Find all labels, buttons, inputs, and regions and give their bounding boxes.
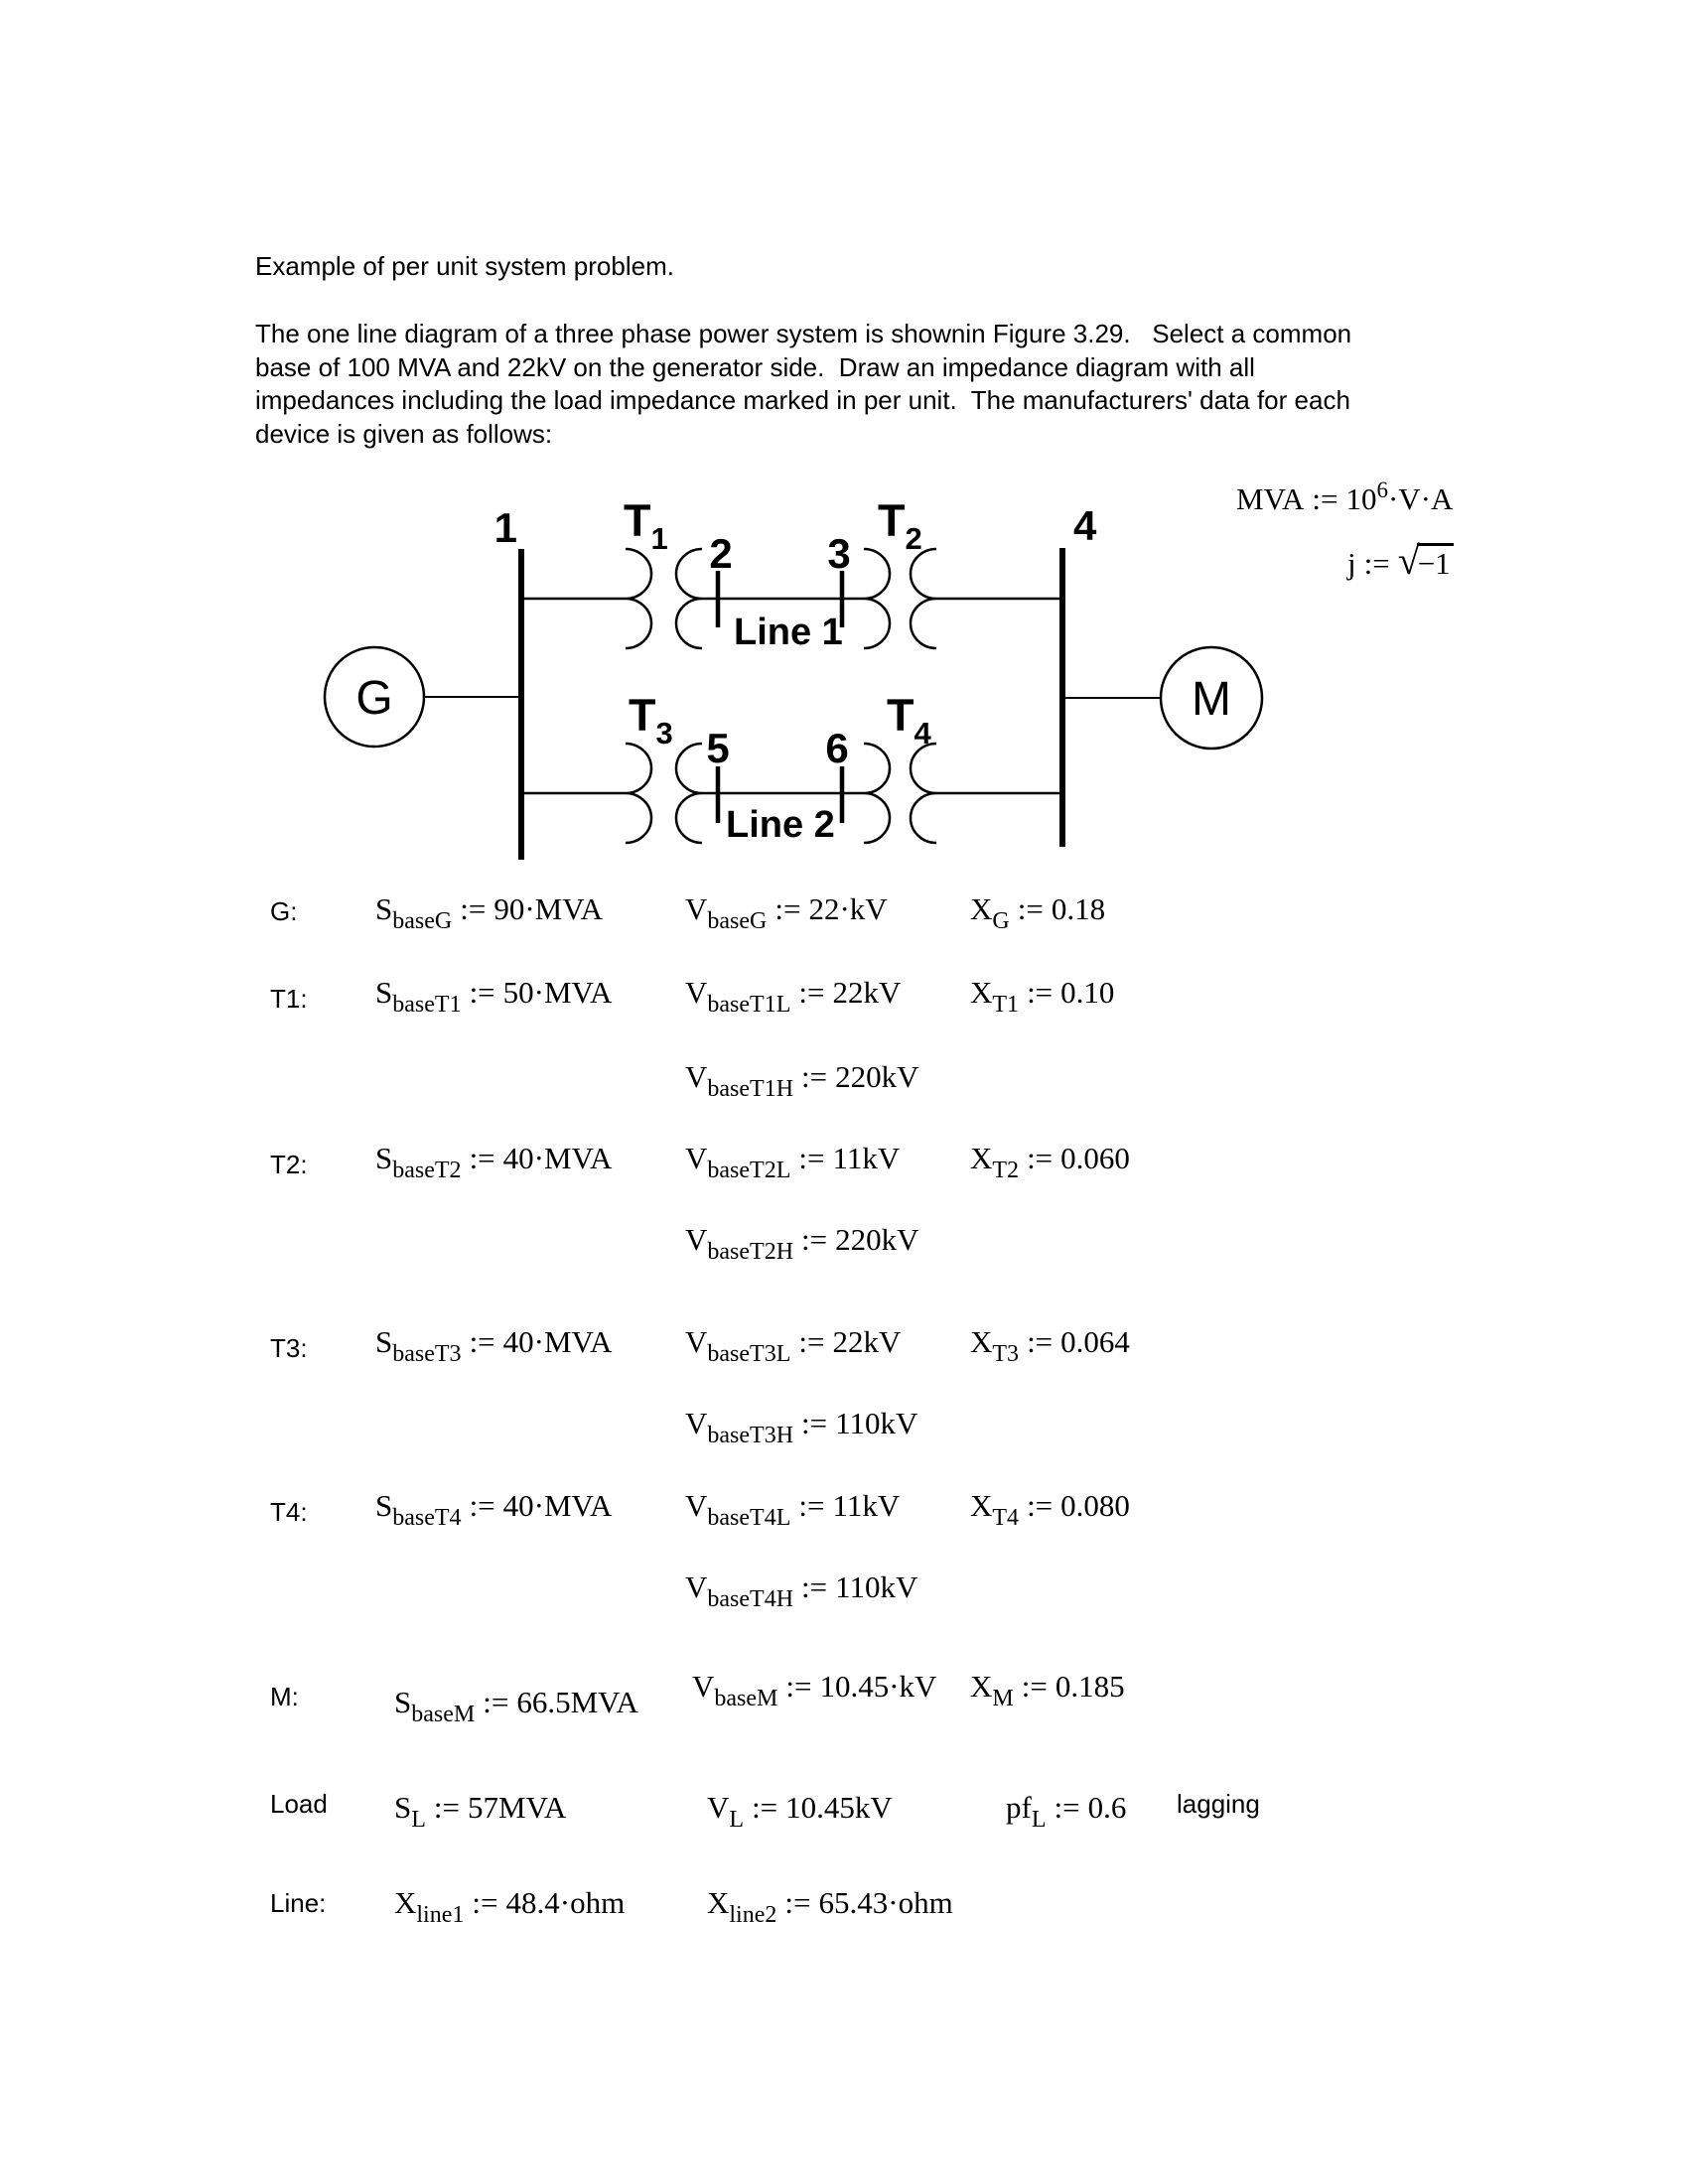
- row-label-T1: T1:: [270, 984, 308, 1014]
- motor-label: M: [1192, 673, 1231, 726]
- row-label-T4: T4:: [270, 1497, 308, 1527]
- eq-S-baseM: SbaseM:=66.5MVA: [394, 1685, 638, 1727]
- t4-label: T4: [887, 690, 932, 751]
- mva-base: 10: [1345, 481, 1377, 516]
- t2-right-coil: [909, 547, 937, 650]
- t3-label-sym: T: [629, 690, 656, 741]
- t1-right-coil: [674, 547, 703, 650]
- t4-left-coil: [863, 742, 892, 845]
- eq-V-baseT3L: VbaseT3L:=22kV: [685, 1324, 902, 1367]
- line-2-label: Line 2: [726, 804, 835, 846]
- row-label-Load: Load: [270, 1789, 328, 1819]
- assign-operator: :=: [1312, 481, 1338, 516]
- eq-V-baseT1L: VbaseT1L:=22kV: [685, 975, 902, 1018]
- one-line-diagram: G M 1 4 2 3 5 6 T1 T2 T3 T4 Line 1 Line …: [323, 495, 1264, 860]
- mva-definition: MVA:=106·V·A: [1236, 478, 1453, 516]
- t1-label-sub: 1: [651, 521, 668, 556]
- t2-label-sub: 2: [906, 521, 922, 556]
- generator-label: G: [355, 672, 392, 725]
- eq-X-T1: XT1:=0.10: [970, 975, 1115, 1018]
- eq-S-baseT3: SbaseT3:=40·MVA: [375, 1324, 613, 1367]
- t4-right-coil: [909, 742, 937, 845]
- row-label-T2: T2:: [270, 1150, 308, 1179]
- t1-label: T1: [624, 495, 668, 556]
- t3-label: T3: [629, 690, 673, 751]
- t1-left-coil: [625, 547, 653, 650]
- row-label-M: M:: [270, 1682, 299, 1711]
- j-definition: j:=√−1: [1347, 541, 1454, 581]
- j-radicand: −1: [1416, 543, 1454, 581]
- mva-exponent: 6: [1376, 478, 1388, 502]
- paragraph-line: device is given as follows:: [255, 418, 553, 449]
- t2-label-sym: T: [878, 495, 906, 546]
- diagram-wiring: [323, 547, 1264, 860]
- eq-V-baseT2H: VbaseT2H:=220kV: [685, 1222, 919, 1265]
- bus-4-label: 4: [1073, 502, 1097, 549]
- eq-X-T4: XT4:=0.080: [970, 1488, 1130, 1531]
- eq-S-baseT4: SbaseT4:=40·MVA: [375, 1488, 613, 1531]
- t2-left-coil: [863, 547, 892, 650]
- t3-left-coil: [625, 742, 653, 845]
- t1-label-sym: T: [624, 495, 651, 546]
- eq-V-baseG: VbaseG:=22·kV: [685, 891, 888, 934]
- bus-2-label: 2: [709, 530, 732, 577]
- eq-X-G: XG:=0.18: [970, 891, 1106, 934]
- mva-symbol: MVA: [1236, 481, 1305, 516]
- mva-units: ·V·A: [1387, 481, 1454, 516]
- t3-label-sub: 3: [656, 716, 673, 751]
- eq-V-L: VL:=10.45kV: [707, 1790, 893, 1833]
- t4-label-sym: T: [887, 690, 914, 741]
- bus-6-label: 6: [825, 725, 848, 771]
- t3-right-coil: [674, 742, 703, 845]
- eq-S-baseT2: SbaseT2:=40·MVA: [375, 1141, 613, 1183]
- assign-operator: :=: [1363, 546, 1390, 581]
- eq-V-baseT4H: VbaseT4H:=110kV: [685, 1570, 918, 1612]
- paragraph-line: The one line diagram of a three phase po…: [255, 319, 1352, 348]
- eq-X-line1: Xline1:=48.4·ohm: [394, 1885, 626, 1928]
- eq-S-baseT1: SbaseT1:=50·MVA: [375, 975, 613, 1018]
- row-label-Line: Line:: [270, 1888, 327, 1918]
- eq-V-baseT4L: VbaseT4L:=11kV: [685, 1488, 901, 1531]
- eq-V-baseT3H: VbaseT3H:=110kV: [685, 1406, 918, 1448]
- eq-X-T2: XT2:=0.060: [970, 1141, 1130, 1183]
- eq-X-line2: Xline2:=65.43·ohm: [707, 1885, 953, 1928]
- eq-V-baseT1H: VbaseT1H:=220kV: [685, 1059, 919, 1102]
- eq-S-baseG: SbaseG:=90·MVA: [375, 891, 604, 934]
- eq-X-M: XM:=0.185: [970, 1669, 1125, 1711]
- square-root-icon: √: [1397, 538, 1420, 583]
- eq-pf-L: pfL:=0.6: [1006, 1790, 1127, 1833]
- paragraph-line: impedances including the load impedance …: [255, 385, 1350, 415]
- eq-X-T3: XT3:=0.064: [970, 1324, 1130, 1367]
- j-symbol: j: [1347, 546, 1356, 581]
- row-label-T3: T3:: [270, 1333, 308, 1363]
- line-1-label: Line 1: [734, 612, 843, 653]
- t4-label-sub: 4: [914, 716, 932, 751]
- bus-1-label: 1: [494, 504, 517, 551]
- bus-5-label: 5: [706, 725, 729, 771]
- lagging-note: lagging: [1177, 1789, 1260, 1819]
- eq-V-baseT2L: VbaseT2L:=11kV: [685, 1141, 901, 1183]
- row-label-G: G:: [270, 896, 298, 926]
- page-title: Example of per unit system problem.: [255, 251, 674, 281]
- problem-statement: The one line diagram of a three phase po…: [255, 318, 1351, 451]
- paragraph-line: base of 100 MVA and 22kV on the generato…: [255, 351, 1255, 382]
- eq-V-baseM: VbaseM:=10.45·kV: [692, 1669, 937, 1711]
- bus-3-label: 3: [827, 530, 850, 577]
- t2-label: T2: [878, 495, 922, 556]
- eq-S-L: SL:=57MVA: [394, 1790, 567, 1833]
